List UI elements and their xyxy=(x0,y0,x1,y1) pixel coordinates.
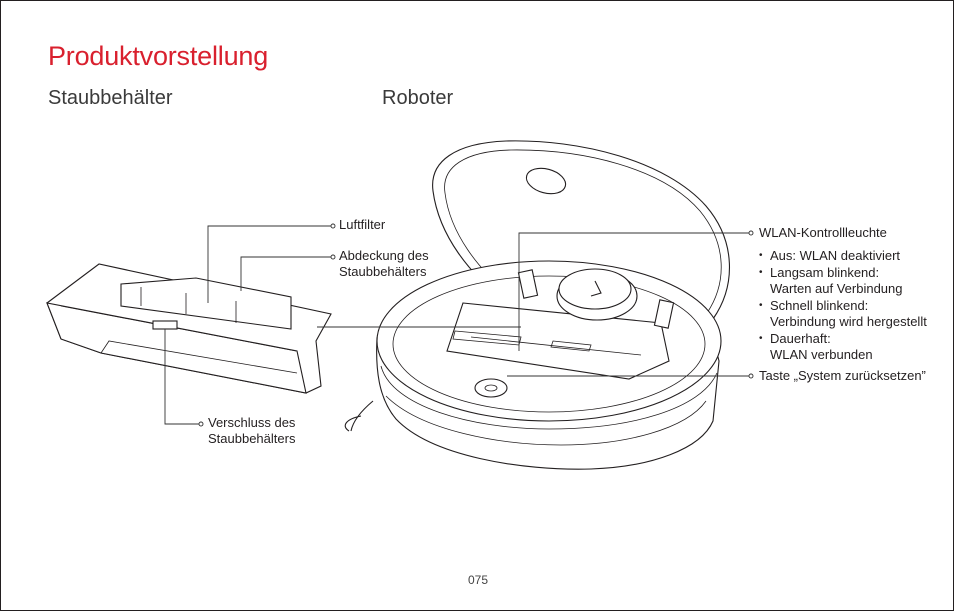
dustbin-latch xyxy=(152,320,178,330)
label-dustbin-latch-2: Staubbehälters xyxy=(208,431,296,446)
label-wifi-indicator: WLAN-Kontrollleuchte xyxy=(759,225,887,240)
robot-illustration xyxy=(344,140,730,470)
label-dustbin-cover-1: Abdeckung des xyxy=(339,248,429,263)
wifi-state-off: Aus: WLAN deaktiviert xyxy=(759,248,949,265)
wifi-state-slow: Langsam blinkend: xyxy=(759,265,949,282)
label-dustbin-latch-1: Verschluss des xyxy=(208,415,296,430)
lid-sensor-window xyxy=(525,167,567,195)
label-air-filter: Luftfilter xyxy=(339,217,386,232)
label-dustbin-cover-2: Staubbehälters xyxy=(339,264,427,279)
robot-dustbin-slot xyxy=(446,302,670,380)
wifi-state-fast: Schnell blinkend: xyxy=(759,298,949,315)
page-number: 075 xyxy=(467,573,489,587)
dustbin-filter xyxy=(120,277,292,330)
robot-heading: Roboter xyxy=(382,87,454,109)
wifi-state-fast-desc: Verbindung wird hergestellt xyxy=(770,314,927,329)
reset-button-graphic xyxy=(474,378,508,398)
wifi-state-solid: Dauerhaft: xyxy=(759,331,949,348)
dustbin-heading: Staubbehälter xyxy=(48,87,173,109)
wifi-state-solid-desc: WLAN verbunden xyxy=(770,347,873,362)
wifi-state-slow-desc: Warten auf Verbindung xyxy=(770,281,903,296)
wifi-status-list: Aus: WLAN deaktiviert Langsam blinkend: … xyxy=(759,248,949,364)
page-title: Produktvorstellung xyxy=(48,41,269,71)
dustbin-illustration xyxy=(46,263,332,394)
label-reset-button: Taste „System zurücksetzen” xyxy=(759,368,926,383)
